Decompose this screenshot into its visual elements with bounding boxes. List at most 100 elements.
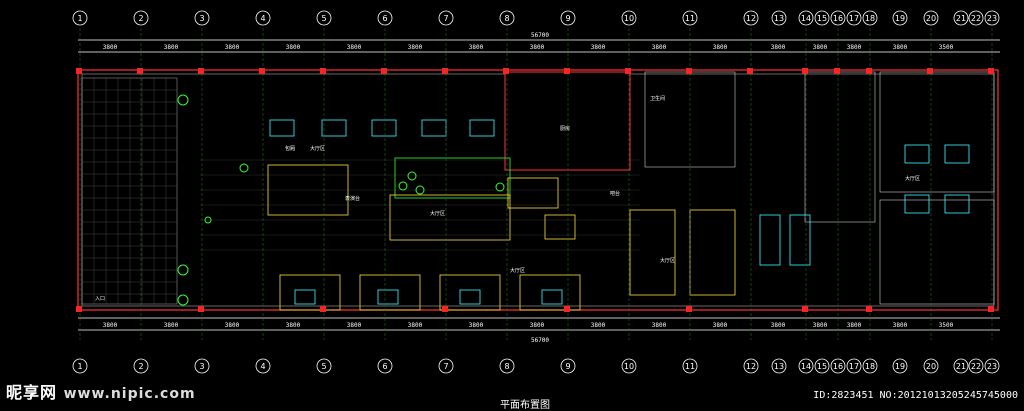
dimension-value: 3500 (939, 44, 954, 51)
watermark-brand: 昵享网 (6, 383, 58, 402)
axis-bubble (316, 358, 332, 374)
dimension-value: 3800 (893, 44, 908, 51)
axis-label: 23 (987, 14, 997, 23)
dimension-value: 3800 (164, 322, 179, 329)
axis-label: 1 (77, 362, 82, 371)
label-toilet: 卫生间 (650, 95, 665, 102)
axis-bubble (953, 358, 969, 374)
axis-bubble (771, 10, 787, 26)
label-stage: 表演台 (345, 195, 360, 202)
dimension-value: 3800 (713, 322, 728, 329)
plan-title: 平面布置图 (500, 400, 550, 411)
axis-bubble (682, 10, 698, 26)
total-width-bottom: 56700 (531, 337, 549, 344)
axis-label: 5 (321, 362, 326, 371)
axis-label: 2 (138, 14, 143, 23)
axis-label: 18 (865, 14, 875, 23)
axis-label: 20 (926, 14, 936, 23)
axis-bubble (682, 358, 698, 374)
axis-label: 12 (746, 362, 756, 371)
axis-bubble (814, 10, 830, 26)
dimension-value: 3800 (530, 322, 545, 329)
axis-bubble (72, 10, 88, 26)
axis-bubble (438, 10, 454, 26)
axis-bubble (968, 10, 984, 26)
axis-bubble (771, 358, 787, 374)
axis-bubble (621, 358, 637, 374)
dimension-value: 3800 (408, 322, 423, 329)
label-entrance: 入口 (95, 296, 105, 302)
axis-label: 22 (971, 362, 981, 371)
dimension-value: 3800 (813, 44, 828, 51)
dimension-value: 3800 (847, 44, 862, 51)
label-bar: 吧台 (610, 190, 620, 197)
dimension-value: 3800 (286, 322, 301, 329)
axis-bubble (133, 358, 149, 374)
dimension-value: 3800 (225, 322, 240, 329)
watermark: 昵享网 www.nipic.com (6, 379, 196, 403)
axis-label: 19 (895, 362, 905, 371)
dimension-value: 3800 (713, 44, 728, 51)
axis-label: 16 (833, 362, 843, 371)
dimension-value: 3800 (286, 44, 301, 51)
axis-bubble (255, 358, 271, 374)
axis-bubble (814, 358, 830, 374)
axis-bubble (923, 10, 939, 26)
axis-bubble (984, 358, 1000, 374)
axis-label: 11 (685, 14, 695, 23)
axis-bubble (133, 10, 149, 26)
dimension-value: 3800 (103, 44, 118, 51)
axis-label: 16 (833, 14, 843, 23)
axis-bubble (923, 358, 939, 374)
axis-label: 15 (817, 362, 827, 371)
axis-bubble (846, 358, 862, 374)
label-hall-1: 大厅区 (310, 145, 325, 152)
axis-label: 10 (624, 362, 634, 371)
label-hall-2: 大厅区 (430, 210, 445, 217)
label-vip: 包厢 (285, 145, 295, 152)
axis-label: 13 (774, 14, 784, 23)
axis-bubble (953, 10, 969, 26)
axis-label: 2 (138, 362, 143, 371)
axis-label: 21 (956, 362, 966, 371)
axis-label: 1 (77, 14, 82, 23)
axis-bubble (862, 10, 878, 26)
dimension-value: 3800 (469, 44, 484, 51)
axis-label: 3 (199, 362, 204, 371)
label-hall-3: 大厅区 (510, 267, 525, 274)
axis-label: 19 (895, 14, 905, 23)
axis-label: 14 (801, 14, 811, 23)
dimension-value: 3800 (530, 44, 545, 51)
axis-bubble (438, 358, 454, 374)
axis-label: 9 (565, 14, 570, 23)
axis-label: 5 (321, 14, 326, 23)
dimension-row-bottom: 3800 3800 3800 3800 3800 3800 3800 3800 3800 3800… (103, 322, 954, 329)
axis-label: 8 (504, 14, 509, 23)
axis-bubble (377, 10, 393, 26)
dimension-value: 3800 (847, 322, 862, 329)
axis-label: 6 (382, 14, 387, 23)
total-width-top: 56700 (531, 32, 549, 39)
axis-label: 18 (865, 362, 875, 371)
axis-label: 8 (504, 362, 509, 371)
axis-label: 3 (199, 14, 204, 23)
axis-bubble (255, 10, 271, 26)
dimension-value: 3800 (813, 322, 828, 329)
axis-label: 22 (971, 14, 981, 23)
dimension-value: 3800 (164, 44, 179, 51)
dimension-value: 3800 (893, 322, 908, 329)
dimension-row-top: 3800 3800 3800 3800 3800 3800 3800 3800 3800 3800… (103, 44, 954, 51)
axis-label: 9 (565, 362, 570, 371)
dimension-value: 3800 (103, 322, 118, 329)
axis-bubble (194, 358, 210, 374)
axis-label: 4 (260, 362, 265, 371)
axis-label: 12 (746, 14, 756, 23)
image-meta-id: ID:2823451 NO:20121013205245745000 (813, 390, 1018, 401)
axis-label: 13 (774, 362, 784, 371)
dimension-value: 3800 (225, 44, 240, 51)
label-kitchen: 厨房 (560, 125, 570, 132)
axis-bubble (316, 10, 332, 26)
label-hall-5: 大厅区 (905, 175, 920, 182)
